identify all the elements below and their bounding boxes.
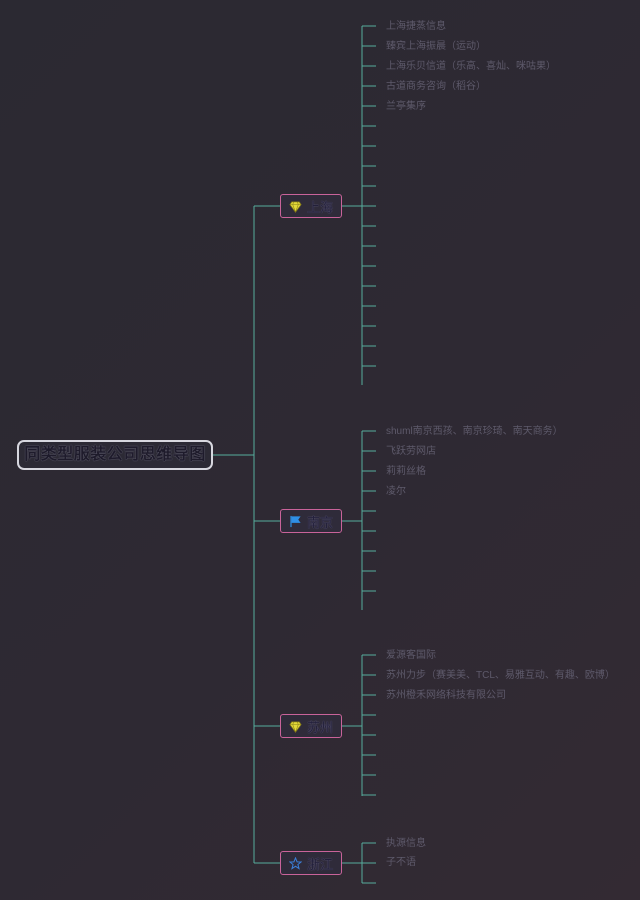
leaf-item[interactable]: 爱源客国际	[386, 650, 436, 661]
branch-node-nanjing[interactable]: 南京	[280, 509, 342, 533]
leaf-item[interactable]: shuml南京西孩、南京珍琦、南天商务）	[386, 426, 563, 437]
branch-label: 上海	[306, 199, 333, 215]
leaf-item[interactable]: 上海捷蒸信息	[386, 21, 446, 32]
leaf-item[interactable]: 执源信息	[386, 838, 426, 849]
branch-node-suzhou[interactable]: 苏州	[280, 714, 342, 738]
leaf-item[interactable]: 飞跃劳网店	[386, 446, 436, 457]
root-node-label: 同类型服装公司思维导图	[24, 446, 206, 463]
leaf-item[interactable]: 上海乐贝信道（乐高、喜灿、咪咕果）	[386, 61, 556, 72]
branch-node-zhejiang[interactable]: 浙江	[280, 851, 342, 875]
root-node[interactable]: 同类型服装公司思维导图	[17, 440, 213, 470]
leaf-item[interactable]: 凌尔	[386, 486, 406, 497]
leaf-item[interactable]: 莉莉丝格	[386, 466, 426, 477]
branch-label: 南京	[306, 514, 333, 530]
star-icon	[289, 856, 303, 870]
branch-node-shanghai[interactable]: 上海	[280, 194, 342, 218]
diamond-icon	[289, 199, 303, 213]
leaf-item[interactable]: 古道商务咨询（稻谷）	[386, 81, 486, 92]
leaf-item[interactable]: 子不语	[386, 857, 416, 868]
flag-icon	[289, 514, 303, 528]
leaf-item[interactable]: 兰亭集序	[386, 101, 426, 112]
branch-label: 浙江	[306, 856, 333, 872]
leaf-item[interactable]: 苏州力步（赛美美、TCL、易雅互动、有趣、欧博）	[386, 670, 615, 681]
leaf-item[interactable]: 苏州橙禾网络科技有限公司	[386, 690, 506, 701]
leaf-item[interactable]: 臻宾上海振晨（运动）	[386, 41, 486, 52]
diamond-icon	[289, 719, 303, 733]
branch-label: 苏州	[306, 719, 333, 735]
